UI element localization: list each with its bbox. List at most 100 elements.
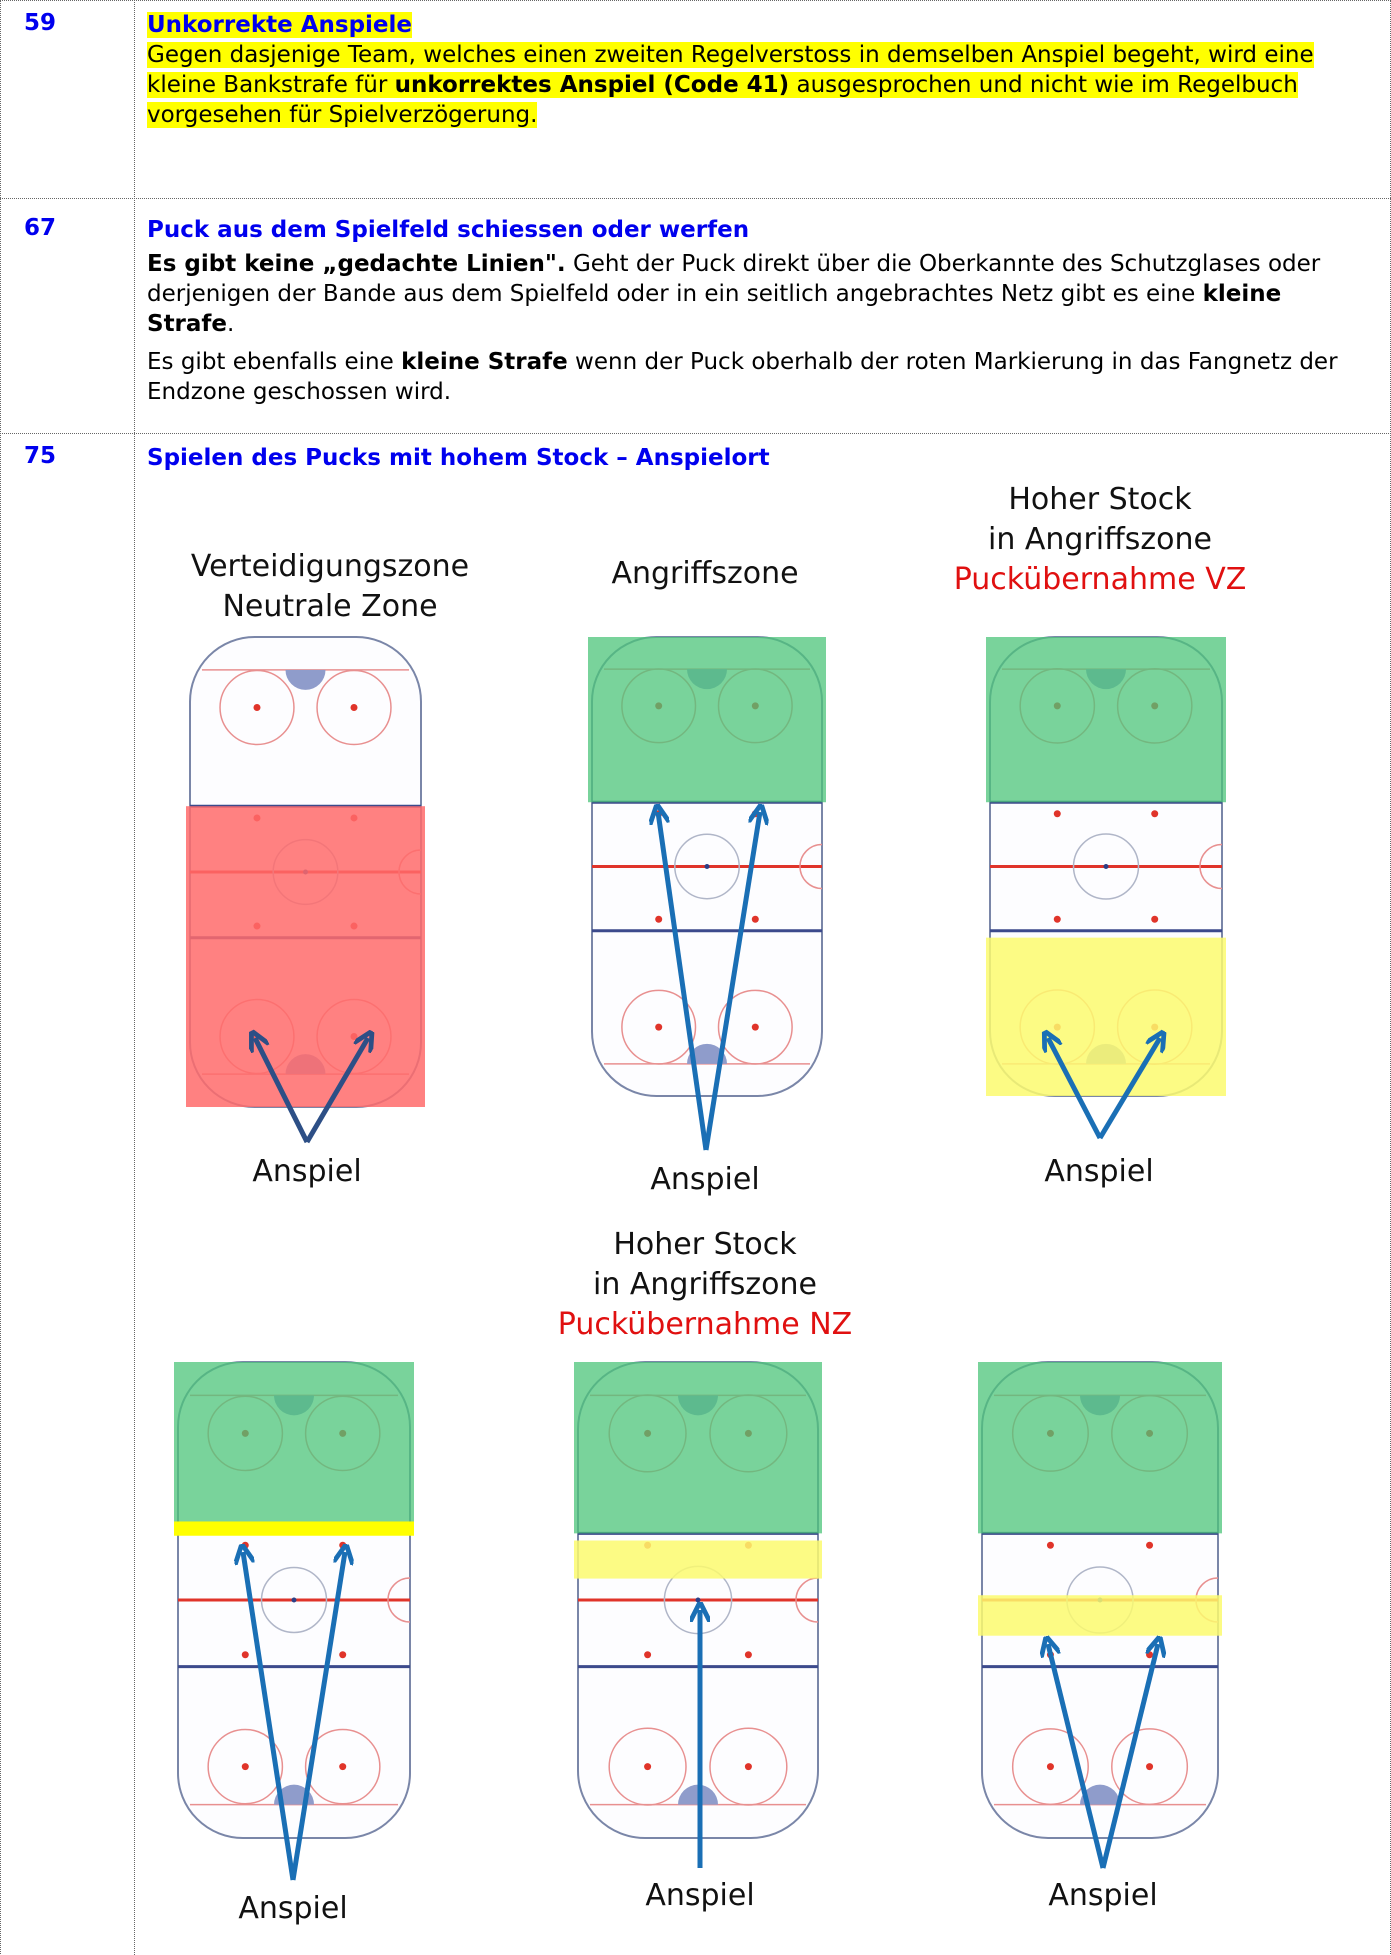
diagram-5-label: Hoher Stock in Angriffszone Puckübernahm…	[515, 1225, 895, 1345]
faceoff-spot	[644, 1651, 652, 1659]
caption-anspiel: Anspiel	[1044, 1154, 1154, 1189]
center-dot	[704, 864, 710, 869]
label-line: in Angriffszone	[987, 522, 1212, 557]
goal-crease	[687, 1043, 727, 1064]
label-line: Hoher Stock	[613, 1227, 797, 1262]
faceoff-spot	[751, 1023, 759, 1031]
caption-anspiel: Anspiel	[650, 1162, 760, 1197]
faceoff-spot	[655, 1023, 663, 1031]
zone-overlay	[978, 1362, 1222, 1534]
label-line: Hoher Stock	[1008, 482, 1192, 517]
referee-crease	[799, 843, 823, 890]
rule-number: 75	[24, 443, 57, 469]
faceoff-spot	[655, 915, 663, 923]
rule-59-cell: Unkorrekte Anspiele Gegen dasjenige Team…	[147, 10, 1375, 130]
faceoff-spot	[253, 704, 261, 711]
label-line-red: Puckübernahme NZ	[557, 1307, 853, 1342]
faceoff-spot	[241, 1651, 249, 1659]
zone-overlay	[174, 1362, 414, 1534]
faceoff-circle	[316, 669, 392, 746]
center-dot	[1103, 864, 1109, 869]
faceoff-spot	[744, 1763, 752, 1771]
faceoff-circle	[207, 1728, 284, 1805]
faceoff-circle	[717, 989, 793, 1065]
faceoff-circle	[709, 1727, 788, 1806]
rule-text-bold: Es gibt keine „gedachte Linien".	[147, 251, 566, 277]
arrow	[1100, 1644, 1158, 1869]
arrow	[658, 812, 709, 1151]
center-circle	[674, 833, 740, 900]
zone-overlay	[588, 637, 826, 803]
faceoff-spot	[1046, 1763, 1054, 1771]
rule-text-part: wenn der Puck oberhalb der roten Markier…	[147, 349, 1338, 405]
faceoff-spot	[1046, 1541, 1054, 1549]
row-divider	[0, 198, 1391, 199]
center-dot	[291, 1597, 297, 1603]
faceoff-spot	[1146, 1541, 1154, 1549]
center-dot	[695, 1597, 701, 1603]
rule-paragraph: Es gibt ebenfalls eine kleine Strafe wen…	[147, 347, 1375, 407]
arrow	[304, 1038, 368, 1144]
faceoff-circle	[219, 669, 295, 746]
rule-title: Spielen des Pucks mit hohem Stock – Ansp…	[147, 445, 770, 471]
arrow	[1048, 1644, 1106, 1869]
goal-crease	[1080, 1784, 1120, 1805]
faceoff-spot	[1053, 810, 1061, 818]
caption-anspiel: Anspiel	[1048, 1878, 1158, 1913]
rule-text-part: Geht der Puck direkt über die Oberkannte…	[147, 251, 1321, 307]
zone-overlay	[986, 937, 1226, 1096]
label-line: Neutrale Zone	[222, 589, 438, 624]
rule-title: Puck aus dem Spielfeld schiessen oder we…	[147, 217, 750, 243]
rule-title: Unkorrekte Anspiele	[147, 12, 413, 38]
caption-anspiel: Anspiel	[252, 1154, 362, 1189]
diagram-3-label: Hoher Stock in Angriffszone Puckübernahm…	[930, 480, 1270, 600]
rule-text-bold: unkorrektes Anspiel (Code 41)	[394, 72, 790, 98]
faceoff-spot	[241, 1763, 249, 1771]
faceoff-spot	[644, 1763, 652, 1771]
rule-text-bold: kleine Strafe	[147, 281, 1282, 337]
diagram-2-label: Angriffszone	[545, 554, 865, 594]
diagram-1-label: Verteidigungszone Neutrale Zone	[165, 547, 495, 627]
label-line-red: Puckübernahme VZ	[953, 562, 1247, 597]
column-divider	[134, 0, 135, 1955]
rule-text-part: .	[227, 311, 235, 337]
faceoff-spot	[1151, 810, 1159, 818]
label-line: Verteidigungszone	[190, 549, 470, 584]
rule-text-part: ausgesprochen und nicht wie im Regelbuch…	[147, 72, 1298, 128]
rule-67-cell: Puck aus dem Spielfeld schiessen oder we…	[147, 215, 1375, 407]
row-divider	[0, 433, 1391, 434]
hockey-rink	[986, 636, 1226, 1097]
arrow	[243, 1552, 296, 1881]
caption-anspiel: Anspiel	[238, 1891, 348, 1926]
faceoff-spot	[1053, 915, 1061, 923]
hockey-rink	[174, 1361, 414, 1839]
rule-number: 67	[24, 215, 57, 241]
zone-overlay	[186, 806, 425, 1107]
faceoff-spot	[744, 1651, 752, 1659]
faceoff-spot	[751, 915, 759, 923]
arrow	[1097, 1038, 1160, 1140]
arrow	[255, 1038, 310, 1144]
faceoff-spot	[339, 1763, 347, 1771]
zone-overlay	[978, 1595, 1222, 1636]
hockey-rink	[574, 1361, 822, 1839]
faceoff-spot	[1151, 915, 1159, 923]
label-line: in Angriffszone	[592, 1267, 817, 1302]
zone-overlay	[174, 1521, 414, 1536]
label-line: Angriffszone	[611, 556, 799, 591]
faceoff-spot	[339, 1651, 347, 1659]
faceoff-circle	[621, 989, 697, 1065]
arrow	[290, 1552, 345, 1881]
rule-text-part: Es gibt ebenfalls eine	[147, 349, 402, 375]
arrow	[1048, 1038, 1103, 1140]
rule-text-part: Gegen dasjenige Team, welches einen zwei…	[147, 42, 1314, 98]
faceoff-circle	[304, 1728, 381, 1805]
goal-crease	[285, 669, 326, 690]
rule-text-bold: kleine Strafe	[401, 349, 568, 375]
caption-anspiel: Anspiel	[645, 1878, 755, 1913]
rule-75-cell: Spielen des Pucks mit hohem Stock – Ansp…	[147, 443, 1375, 473]
rule-number: 59	[24, 10, 57, 36]
faceoff-circle	[608, 1727, 687, 1806]
center-circle	[1072, 833, 1140, 900]
arrow	[703, 812, 760, 1151]
